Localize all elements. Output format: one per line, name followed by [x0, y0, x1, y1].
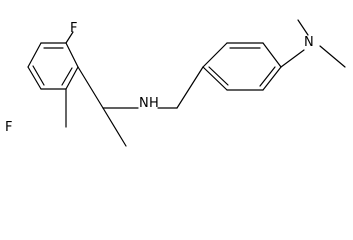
atom-h-amine: H [149, 96, 159, 111]
bond-ring1-inner-b [61, 67, 73, 86]
atom-n-dimethyl: N [304, 35, 314, 50]
bond-ring2-inner-c [208, 66, 229, 86]
bond-ch2-ring [176, 66, 204, 109]
structure-diagram: F F N H N [5, 19, 346, 147]
bond-ch-methyl [102, 107, 127, 147]
bond-ring2-1 [202, 42, 228, 68]
bond-ring-n [280, 49, 305, 68]
bond-ring2-inner-b [259, 66, 276, 87]
bond-ring1-3 [65, 66, 79, 90]
bond-ring1-2 [65, 42, 79, 68]
atom-f-bottom: F [5, 120, 12, 135]
bond-ring2-4 [262, 66, 282, 91]
bond-ring1-5 [27, 66, 42, 90]
bond-ring1-inner-c [32, 65, 45, 86]
bonds [27, 19, 346, 147]
bond-ring2-6 [202, 66, 228, 91]
atom-n-amine: N [139, 96, 149, 111]
bond-n-methyl-right [319, 45, 346, 68]
bond-ring2-3 [262, 42, 282, 68]
bond-ring-ch [77, 66, 104, 109]
atom-labels: F F N H N [5, 21, 314, 135]
atom-f-top: F [70, 21, 77, 36]
bond-ring1-6 [27, 42, 42, 68]
bond-c-f-top [65, 31, 74, 44]
bond-n-methyl-up [297, 19, 309, 36]
